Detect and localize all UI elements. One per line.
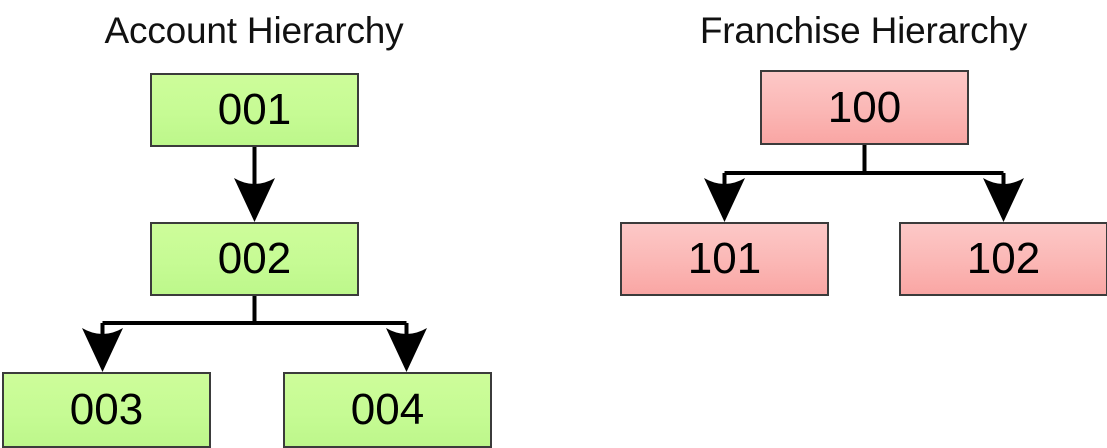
node-004-label: 004: [350, 385, 425, 434]
edge-001-to-002: [234, 147, 275, 222]
franchise-hierarchy-title: Franchise Hierarchy: [699, 10, 1028, 51]
node-003-label: 003: [69, 385, 144, 434]
node-101[interactable]: 101: [620, 222, 829, 296]
edge-002-bus: [102, 296, 407, 325]
node-102[interactable]: 102: [899, 222, 1107, 296]
account-hierarchy-title: Account Hierarchy: [104, 10, 404, 51]
node-102-label: 102: [966, 234, 1041, 283]
edge-100-to-101: [704, 173, 745, 222]
node-001[interactable]: 001: [150, 73, 359, 147]
arrowhead-icon: [82, 328, 123, 372]
edge-100-bus: [724, 145, 1004, 175]
node-001-label: 001: [217, 85, 292, 134]
node-100-label: 100: [827, 82, 902, 132]
arrowhead-icon: [234, 178, 275, 222]
node-003[interactable]: 003: [2, 372, 211, 448]
edge-002-to-003: [82, 323, 123, 372]
arrowhead-icon: [983, 178, 1024, 222]
node-004[interactable]: 004: [283, 372, 492, 448]
edge-002-to-004: [386, 323, 427, 372]
node-002-label: 002: [217, 234, 292, 283]
node-002[interactable]: 002: [150, 222, 359, 296]
arrowhead-icon: [704, 178, 745, 222]
node-100[interactable]: 100: [760, 70, 969, 145]
edge-100-to-102: [983, 173, 1024, 222]
node-101-label: 101: [687, 234, 762, 283]
arrowhead-icon: [386, 328, 427, 372]
